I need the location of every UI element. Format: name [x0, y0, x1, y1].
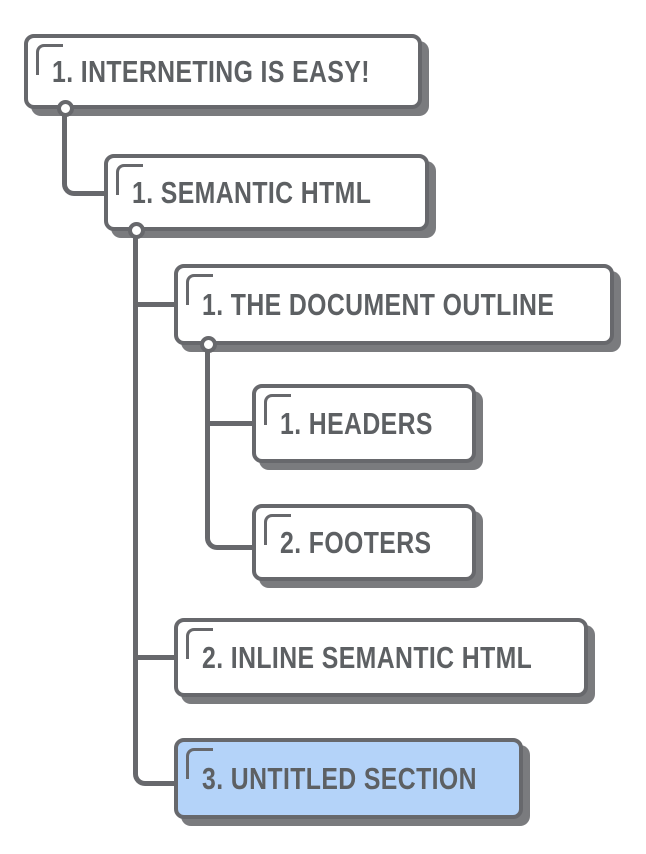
outline-node-label: 1. SEMANTIC HTML [132, 174, 372, 210]
outline-node-label: 2. FOOTERS [280, 524, 432, 560]
outline-node-label: 2. INLINE SEMANTIC HTML [202, 639, 533, 675]
connector-line [62, 109, 114, 196]
connector-dot [200, 336, 217, 353]
section-corner-icon [116, 164, 143, 195]
connector-line [205, 345, 263, 550]
outline-node-label: 1. THE DOCUMENT OUTLINE [202, 286, 555, 322]
outline-node-semantic-html: 1. SEMANTIC HTML [104, 154, 429, 231]
outline-node-untitled-section: 3. UNTITLED SECTION [174, 738, 523, 819]
outline-node-footers: 2. FOOTERS [252, 504, 476, 581]
section-corner-icon [264, 394, 291, 425]
outline-node-interneting-is-easy: 1. INTERNETING IS EASY! [24, 34, 422, 109]
connector-line [133, 231, 185, 786]
outline-node-label: 1. HEADERS [280, 405, 433, 441]
outline-node-the-document-outline: 1. THE DOCUMENT OUTLINE [174, 264, 614, 345]
section-corner-icon [186, 748, 213, 779]
connector-line [136, 302, 180, 307]
section-corner-icon [186, 274, 213, 305]
section-corner-icon [186, 628, 213, 659]
outline-node-inline-semantic-html: 2. INLINE SEMANTIC HTML [174, 618, 588, 697]
connector-dot [128, 222, 145, 239]
section-corner-icon [36, 44, 63, 75]
connector-line [136, 655, 180, 660]
connector-dot [57, 100, 74, 117]
outline-node-label: 3. UNTITLED SECTION [202, 760, 477, 796]
outline-node-headers: 1. HEADERS [252, 384, 476, 463]
outline-node-label: 1. INTERNETING IS EASY! [52, 53, 370, 89]
section-corner-icon [264, 514, 291, 545]
connector-line [208, 421, 258, 426]
